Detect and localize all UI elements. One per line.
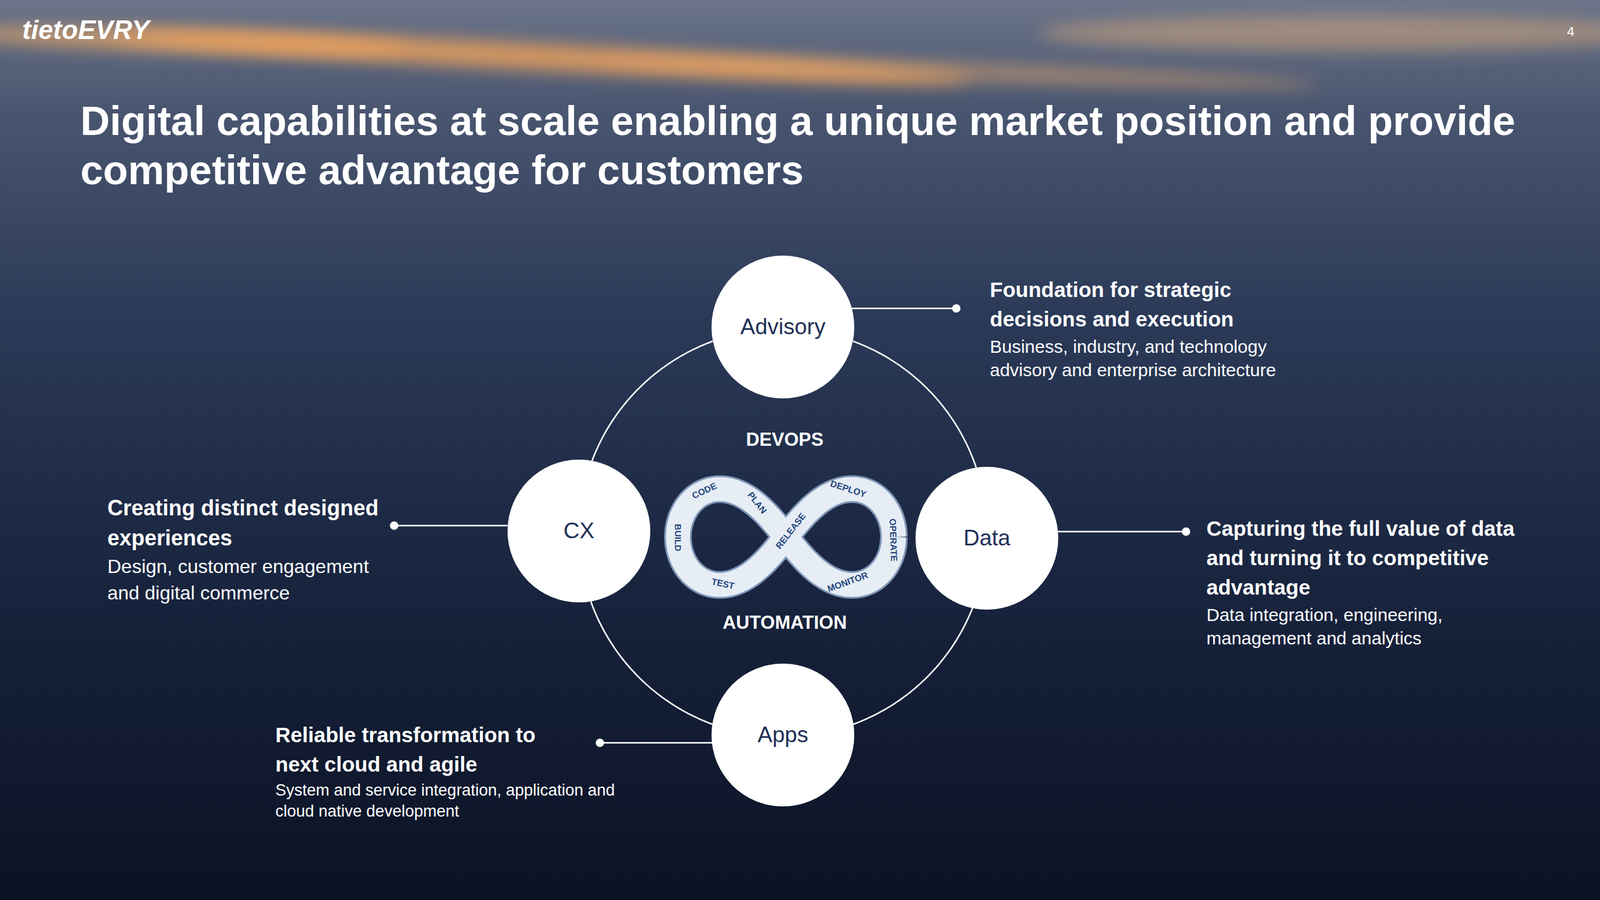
ring-connector [592, 341, 713, 461]
capability-circle: CX [507, 459, 651, 603]
callout-heading: Foundation for strategic decisions and e… [989, 274, 1326, 334]
sky-streak [599, 50, 1320, 93]
circle-label: Advisory [740, 314, 826, 340]
circle-label: Data [963, 525, 1011, 551]
loop-step: BUILD [672, 523, 684, 552]
leader-dot [952, 304, 961, 313]
leader-line [1057, 530, 1187, 533]
leader-dot [389, 521, 399, 530]
circle-label: CX [563, 518, 594, 544]
logo: tietoEVRY [22, 14, 150, 47]
callout-heading: Reliable transformation to next cloud an… [275, 719, 558, 779]
circle-fill [711, 663, 855, 807]
loop-step: OPERATE [887, 518, 900, 562]
capability-circle: Apps [711, 663, 855, 807]
capability-circle: Advisory [711, 255, 855, 399]
circle-fill [507, 459, 651, 603]
circle-fill [915, 466, 1059, 610]
loop-caption: AUTOMATION [722, 611, 847, 634]
leader-line [599, 742, 713, 744]
ring-connector [590, 601, 713, 725]
callout-heading: Creating distinct designed experiences [107, 493, 384, 553]
capability-circle: Data [915, 466, 1059, 610]
slide-title: Digital capabilities at scale enabling a… [80, 95, 1533, 195]
sky-streak [1037, 14, 1600, 51]
sky-streak [107, 20, 972, 93]
callout-body: Data integration, engineering, managemen… [1206, 602, 1534, 650]
leader-line [394, 524, 508, 527]
leader-dot [595, 738, 605, 747]
loop-caption: DEVOPS [745, 428, 824, 451]
callout-body: System and service integration, applicat… [275, 779, 630, 822]
ring-connector [853, 608, 973, 725]
circle-label: Apps [757, 722, 809, 748]
callout-heading: Capturing the full value of data and tur… [1206, 513, 1534, 602]
circle-fill [711, 255, 855, 399]
callout-body: Design, customer engagement and digital … [107, 553, 390, 606]
page-number: 4 [1567, 23, 1575, 40]
leader-dot [1181, 527, 1191, 536]
leader-line [851, 307, 957, 310]
callout-body: Business, industry, and technology advis… [989, 334, 1326, 382]
ring-connector [853, 341, 977, 468]
